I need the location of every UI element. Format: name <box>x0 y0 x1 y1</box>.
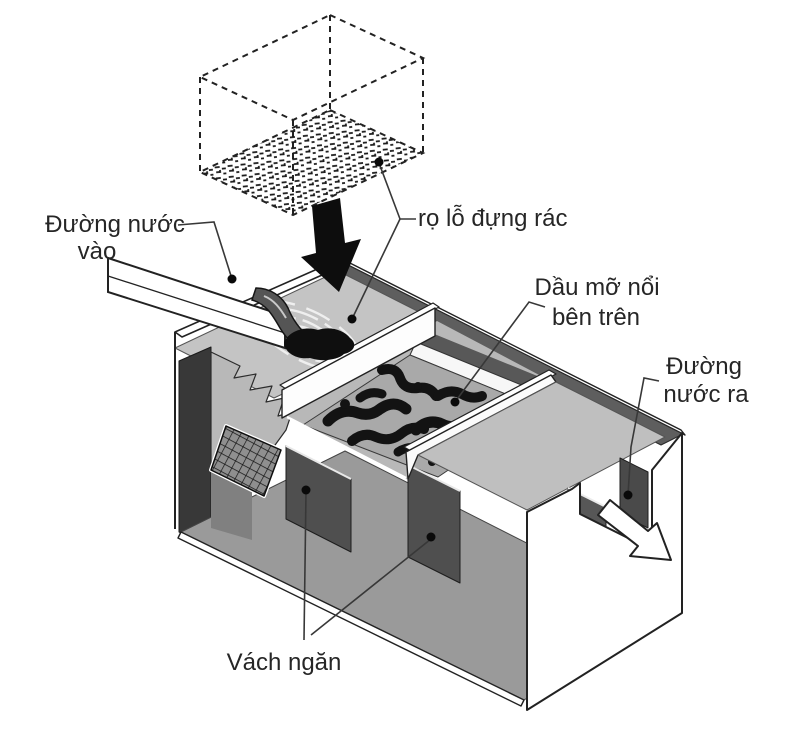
inflow-arrow-icon <box>301 198 361 292</box>
label-basket: rọ lỗ đựng rác <box>418 205 567 232</box>
leader-dot <box>450 397 460 407</box>
basket-mesh-panel <box>197 108 426 217</box>
inlet-pipe <box>107 256 286 350</box>
outlet-chamber-surface <box>417 381 666 511</box>
baffle-2-cut-edge <box>407 464 461 492</box>
leader-basket-down <box>351 218 401 320</box>
labels: Đường nước vào rọ lỗ đựng rác Dầu mỡ nổi… <box>45 205 749 676</box>
inlet-pipe-inner-edge <box>107 275 286 334</box>
label-grease-line2: bên trên <box>552 304 640 331</box>
baffle-1-cut-edge <box>285 445 352 480</box>
basket-top-face <box>197 13 426 122</box>
outflow-arrow-icon <box>597 499 672 561</box>
leader-dots <box>227 157 633 542</box>
leader-outlet <box>627 377 660 496</box>
leader-inlet <box>177 221 233 280</box>
water-splash <box>284 328 355 361</box>
tank <box>174 256 686 711</box>
leader-dot <box>426 532 436 542</box>
inlet-assembly <box>107 256 355 361</box>
leader-baffle-1 <box>303 491 307 641</box>
outlet-slot <box>619 457 649 529</box>
in-tank-basket-mesh <box>210 425 282 497</box>
label-inlet-line1: Đường nước <box>45 211 185 238</box>
label-outlet-line1: Đường <box>666 353 742 380</box>
leader-baffle-2 <box>310 538 432 636</box>
tank-left-wall-inner <box>178 346 212 547</box>
tank-bottom-front-edge <box>177 531 525 707</box>
leader-grease <box>454 301 546 403</box>
leader-dot <box>347 314 357 324</box>
leader-dot <box>301 485 311 495</box>
grease-front-cut-edge <box>286 415 407 480</box>
baffle-1 <box>281 307 436 419</box>
leader-lines <box>177 162 660 641</box>
baffle-2-top-edge <box>403 369 557 452</box>
label-inlet-line2: vào <box>78 238 117 265</box>
water-stream-highlight <box>263 295 287 319</box>
leader-dot <box>227 274 237 284</box>
label-baffle: Vách ngăn <box>227 649 342 676</box>
baffle-1-top-edge <box>279 302 440 390</box>
label-outlet-line2: nước ra <box>663 381 749 408</box>
leader-dot <box>623 490 633 500</box>
leader-dot <box>374 157 384 167</box>
label-grease-line1: Dầu mỡ nổi <box>534 274 659 301</box>
